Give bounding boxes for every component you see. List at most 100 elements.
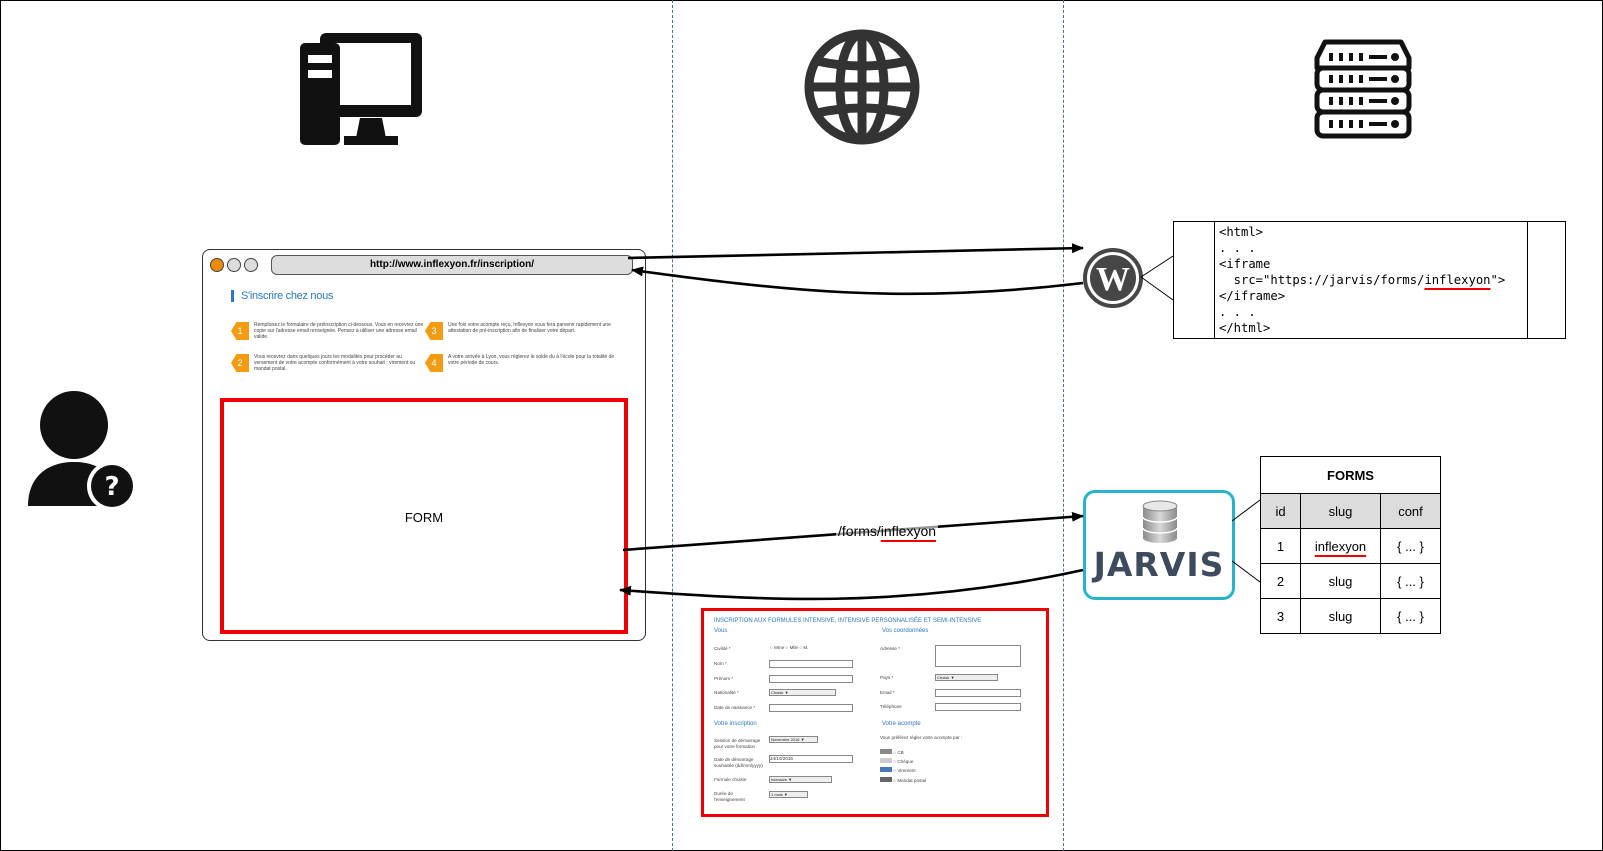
payment-label: Virement xyxy=(897,768,916,773)
section-vous: Vous xyxy=(714,628,728,634)
naissance-input[interactable] xyxy=(769,704,853,712)
address-bar[interactable]: http://www.inflexyon.fr/inscription/ xyxy=(271,255,633,275)
code-line: src="https://jarvis/forms/ xyxy=(1219,273,1425,287)
select-value: Novembre 2016 xyxy=(771,737,800,742)
pays-label: Pays * xyxy=(880,675,894,680)
embedded-form-iframe[interactable]: FORM xyxy=(220,398,628,634)
payment-label: Chèque xyxy=(897,759,914,764)
code-lines: <html> . . . <iframe src="https://jarvis… xyxy=(1219,224,1505,336)
jarvis-service: JARVIS xyxy=(1083,490,1235,600)
adresse-label: Adresse * xyxy=(880,646,900,651)
code-line: . . . xyxy=(1219,305,1256,319)
table-row: 3 slug { ... } xyxy=(1260,598,1441,634)
maximize-window-dot[interactable] xyxy=(244,258,258,272)
code-line: <html> xyxy=(1219,225,1264,239)
pays-select[interactable]: Choisir ▼ xyxy=(935,674,998,681)
payment-option[interactable]: ○ Mandat postal xyxy=(880,777,926,783)
code-line: </iframe> xyxy=(1219,289,1286,303)
formule-select[interactable]: Intensive ▼ xyxy=(769,776,832,783)
minimize-window-dot[interactable] xyxy=(227,258,241,272)
table-row: 2 slug { ... } xyxy=(1260,563,1441,599)
step-text: A votre arrivée à Lyon, vous réglerez le… xyxy=(448,354,615,367)
database-icon xyxy=(1142,500,1178,543)
telephone-label: Téléphone xyxy=(880,704,902,709)
cell-conf: { ... } xyxy=(1380,598,1441,634)
nom-label: Nom * xyxy=(714,661,727,666)
email-input[interactable] xyxy=(935,689,1021,697)
wordpress-page-source: <html> . . . <iframe src="https://jarvis… xyxy=(1173,221,1566,339)
session-select[interactable]: Novembre 2016 ▼ xyxy=(769,736,818,743)
step-text: Remplissez le formulaire de préinscripti… xyxy=(254,322,424,341)
nationalite-label: Nationalité * xyxy=(714,690,739,695)
step-number-badge: 4 xyxy=(425,354,443,372)
payment-option[interactable]: ○ Chèque xyxy=(880,758,913,764)
table-row: 1 inflexyon { ... } xyxy=(1260,528,1441,564)
step-number-badge: 3 xyxy=(425,322,443,340)
code-line: . . . xyxy=(1219,241,1256,255)
date-demarrage-input[interactable]: 24/10/2016 xyxy=(769,755,853,763)
form-response-arrow xyxy=(619,568,1084,601)
svg-text:?: ? xyxy=(104,472,119,502)
session-label: Session de démarrage pour votre formatio… xyxy=(714,738,761,749)
server-icon xyxy=(1314,39,1412,139)
select-value: Intensive xyxy=(771,777,788,782)
prenom-label: Prénom * xyxy=(714,676,734,681)
nom-input[interactable] xyxy=(769,660,853,668)
column-header-id: id xyxy=(1260,493,1301,529)
naissance-label: Date de naissance * xyxy=(714,705,756,710)
civilite-radios[interactable]: ○ Mme ○ Mlle ○ M. xyxy=(770,645,809,650)
code-line: "> xyxy=(1490,273,1506,287)
formule-label: Formule choisie xyxy=(714,777,747,782)
zone-divider-left xyxy=(672,0,673,851)
step-number-badge: 1 xyxy=(231,322,249,340)
request-path-label: /forms/inflexyon xyxy=(836,523,939,539)
path-slug: inflexyon xyxy=(880,523,937,539)
globe-icon xyxy=(804,29,920,145)
prenom-input[interactable] xyxy=(769,675,853,683)
payment-option[interactable]: ○ Virement xyxy=(880,767,916,773)
path-prefix: /forms/ xyxy=(838,523,881,539)
jarvis-label: JARVIS xyxy=(1093,545,1225,584)
code-line: </html> xyxy=(1219,321,1271,335)
close-window-dot[interactable] xyxy=(210,258,224,272)
email-label: Email * xyxy=(880,690,895,695)
page-response-arrow xyxy=(631,266,1084,296)
wordpress-code-connector xyxy=(1140,276,1174,301)
select-value: 1 mois xyxy=(771,792,783,797)
code-content: <html> . . . <iframe src="https://jarvis… xyxy=(1214,222,1528,338)
step-text: Une fois votre acompte reçu, Inflexyon v… xyxy=(448,322,611,335)
form-label: FORM xyxy=(404,510,444,525)
cell-conf: { ... } xyxy=(1380,563,1441,599)
wordpress-code-connector xyxy=(1140,255,1174,278)
duree-select[interactable]: 1 mois ▼ xyxy=(769,791,808,798)
request-page-arrow xyxy=(627,243,1084,260)
step-text: Vous recevrez dans quelques jours les mo… xyxy=(254,354,416,373)
form-title: INSCRIPTION AUX FORMULES INTENSIVE, INTE… xyxy=(714,618,982,624)
section-coordonnees: Vos coordonnées xyxy=(882,628,929,634)
select-value: Choisir xyxy=(937,675,950,680)
jarvis-table-connector xyxy=(1231,560,1261,583)
forms-table: FORMS id slug conf 1 inflexyon { ... } 2… xyxy=(1260,456,1441,634)
cell-slug: inflexyon xyxy=(1300,528,1381,564)
duree-label: Durée de l'enseignement xyxy=(714,791,745,802)
wordpress-icon: W xyxy=(1083,248,1143,308)
jarvis-table-connector xyxy=(1231,499,1261,522)
section-acompte: Votre acompte xyxy=(882,721,921,727)
payment-option[interactable]: ○ CB xyxy=(880,749,904,755)
code-line: <iframe xyxy=(1219,257,1271,271)
civilite-options: Mme ○ Mlle ○ M. xyxy=(774,645,809,650)
telephone-input[interactable] xyxy=(935,703,1021,711)
nationalite-select[interactable]: Choisir ▼ xyxy=(769,689,836,696)
slug-highlight: inflexyon xyxy=(1314,538,1367,554)
payment-label: CB xyxy=(897,750,904,755)
adresse-textarea[interactable] xyxy=(935,645,1021,667)
section-inscription: Votre inscription xyxy=(714,721,757,727)
cell-id: 2 xyxy=(1260,563,1301,599)
civilite-label: Civilité * xyxy=(714,646,731,651)
browser-window: http://www.inflexyon.fr/inscription/ S'i… xyxy=(202,249,646,641)
code-slug: inflexyon xyxy=(1424,273,1491,287)
unknown-user-icon: ? xyxy=(28,391,137,511)
zone-divider-right xyxy=(1063,0,1064,851)
desktop-computer-icon xyxy=(300,33,422,145)
page-heading: S'inscrire chez nous xyxy=(231,290,333,302)
